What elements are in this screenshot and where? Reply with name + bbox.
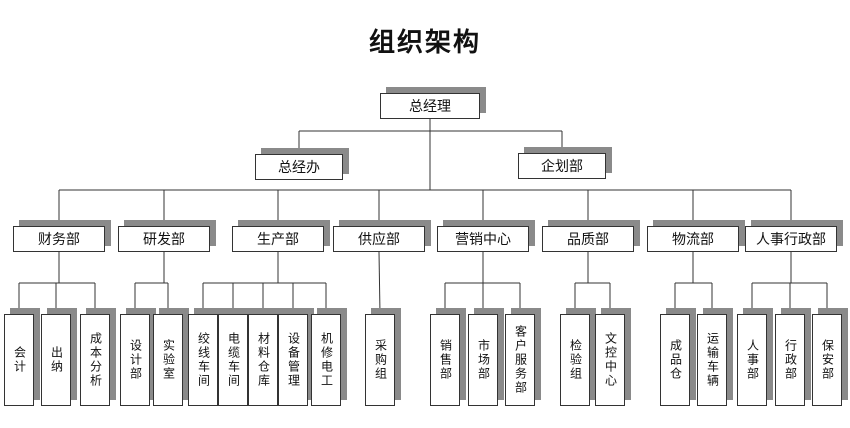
node-security: 保安部 — [812, 314, 842, 406]
node-market: 市场部 — [468, 314, 498, 406]
node-materials: 材料仓库 — [248, 314, 278, 406]
node-design: 设计部 — [120, 314, 150, 406]
node-quality: 品质部 — [542, 226, 634, 252]
node-planning: 企划部 — [518, 153, 606, 179]
node-cost-analysis: 成本分析 — [80, 314, 110, 406]
node-inspection: 检验组 — [560, 314, 590, 406]
node-accounting: 会计 — [4, 314, 34, 406]
node-finance: 财务部 — [13, 226, 105, 252]
node-admin: 行政部 — [775, 314, 805, 406]
node-marketing: 营销中心 — [437, 226, 529, 252]
node-personnel: 人事部 — [737, 314, 767, 406]
node-cashier: 出纳 — [41, 314, 71, 406]
subunit-link — [378, 251, 381, 315]
node-lab: 实验室 — [153, 314, 183, 406]
node-sales: 销售部 — [430, 314, 460, 406]
node-customer-service: 客户服务部 — [505, 314, 535, 406]
node-hr: 人事行政部 — [745, 226, 837, 252]
node-mech-electric: 机修电工 — [311, 314, 341, 406]
node-document-control: 文控中心 — [595, 314, 625, 406]
node-production: 生产部 — [232, 226, 324, 252]
node-finished-goods: 成品仓 — [660, 314, 690, 406]
node-equipment: 设备管理 — [278, 314, 308, 406]
node-procurement: 采购组 — [365, 314, 395, 406]
node-ceo: 总经理 — [380, 93, 480, 119]
node-office: 总经办 — [255, 154, 343, 180]
node-vehicles: 运输车辆 — [697, 314, 727, 406]
node-cable: 电缆车间 — [218, 314, 248, 406]
node-logistics: 物流部 — [647, 226, 739, 252]
node-supply: 供应部 — [333, 226, 425, 252]
chart-title: 组织架构 — [368, 28, 481, 58]
node-rnd: 研发部 — [118, 226, 210, 252]
node-twisting: 绞线车间 — [188, 314, 218, 406]
